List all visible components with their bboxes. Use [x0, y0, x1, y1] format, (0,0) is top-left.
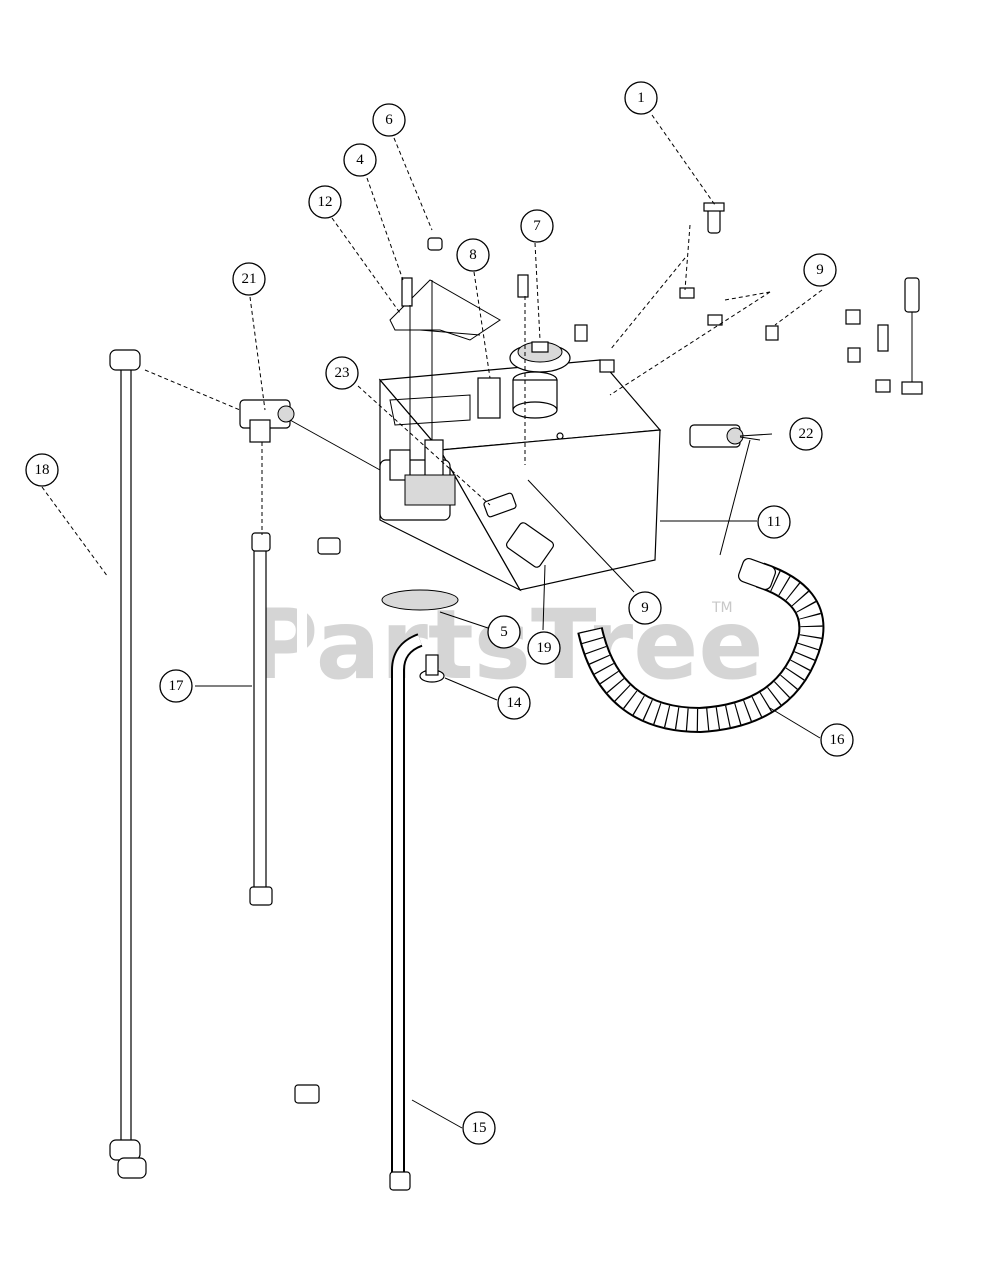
svg-text:19: 19: [537, 640, 552, 656]
leader-8: [473, 271, 491, 379]
callout-17: 17: [159, 669, 193, 703]
hardware-nut: [875, 379, 891, 393]
leader-12: [331, 217, 401, 314]
hardware-screw: [401, 277, 413, 307]
callout-21: 21: [232, 262, 266, 296]
callout-12: 12: [308, 185, 342, 219]
callout-18: 18: [25, 453, 59, 487]
hardware-bolt: [904, 277, 920, 313]
svg-text:14: 14: [507, 695, 523, 711]
svg-text:9: 9: [816, 262, 824, 278]
leader-4: [366, 177, 404, 281]
hardware-nut: [427, 237, 443, 251]
svg-text:4: 4: [356, 152, 364, 168]
hardware-nut: [679, 287, 695, 299]
hardware-spacer: [847, 347, 861, 363]
hydraulic-filter: [381, 589, 459, 611]
hose-middle: [294, 537, 341, 1104]
leader-7: [534, 242, 541, 341]
leader-6: [393, 137, 433, 231]
hose-left-short: [249, 532, 273, 906]
leader-9b: [527, 479, 635, 593]
hardware-nut: [845, 309, 861, 325]
leader-1: [651, 114, 716, 206]
svg-text:17: 17: [169, 678, 185, 694]
leader-21: [249, 296, 266, 411]
callout-6: 6: [372, 103, 406, 137]
filler-cap: [509, 341, 571, 373]
elbow-fitting-front: [505, 522, 555, 568]
leader-18: [41, 486, 109, 578]
adapter-fitting: [483, 492, 517, 518]
leader-14: [444, 677, 498, 701]
callout-15: 15: [462, 1111, 496, 1145]
svg-text:12: 12: [318, 194, 333, 210]
hose-suction: [389, 633, 423, 1191]
callout-23: 23: [325, 356, 359, 390]
tee-fitting: [239, 399, 295, 443]
leader-23: [357, 385, 491, 506]
hardware-bolt: [703, 202, 725, 234]
hose-return-spiral: [577, 557, 825, 734]
hardware-nut: [901, 381, 923, 395]
hardware-stud: [877, 324, 889, 352]
svg-text:11: 11: [767, 514, 781, 530]
sight-block: [477, 377, 501, 419]
svg-text:7: 7: [533, 218, 541, 234]
svg-text:23: 23: [335, 365, 350, 381]
callout-16: 16: [820, 723, 854, 757]
leader-5: [439, 611, 489, 629]
callout-5: 5: [487, 615, 521, 649]
svg-text:21: 21: [242, 271, 257, 287]
leader-22: [739, 433, 773, 437]
filler-neck: [512, 371, 558, 419]
callout-19: 19: [527, 631, 561, 665]
callout-14: 14: [497, 686, 531, 720]
svg-text:18: 18: [35, 462, 50, 478]
hardware-nut: [707, 314, 723, 326]
callout-1: 1: [624, 81, 658, 115]
leader-9a: [774, 289, 823, 326]
watermark-trademark: TM: [711, 600, 733, 616]
hose-long-left: [109, 349, 147, 1179]
callout-9-upper: 9: [803, 253, 837, 287]
callout-11: 11: [757, 505, 791, 539]
leader-15: [411, 1099, 463, 1129]
svg-text:6: 6: [385, 112, 393, 128]
elbow-fitting-right: [689, 424, 744, 448]
svg-text:8: 8: [469, 247, 477, 263]
hardware-washer: [574, 324, 588, 342]
drain-plug: [419, 654, 445, 683]
callout-8: 8: [456, 238, 490, 272]
hardware-nut: [599, 359, 615, 373]
hardware-spacer: [765, 325, 779, 341]
svg-text:1: 1: [637, 90, 645, 106]
svg-text:16: 16: [830, 732, 846, 748]
svg-text:22: 22: [799, 426, 814, 442]
callout-4: 4: [343, 143, 377, 177]
leader-16: [769, 707, 821, 739]
callout-7: 7: [520, 209, 554, 243]
callout-22: 22: [789, 417, 823, 451]
filter-head-valve: [379, 439, 456, 521]
svg-text:9: 9: [641, 600, 649, 616]
svg-text:5: 5: [500, 624, 508, 640]
svg-text:15: 15: [472, 1120, 487, 1136]
leader-19: [542, 564, 546, 631]
hardware-stud: [517, 274, 529, 298]
callout-9-lower: 9: [628, 591, 662, 625]
mounting-bracket: [389, 279, 501, 341]
